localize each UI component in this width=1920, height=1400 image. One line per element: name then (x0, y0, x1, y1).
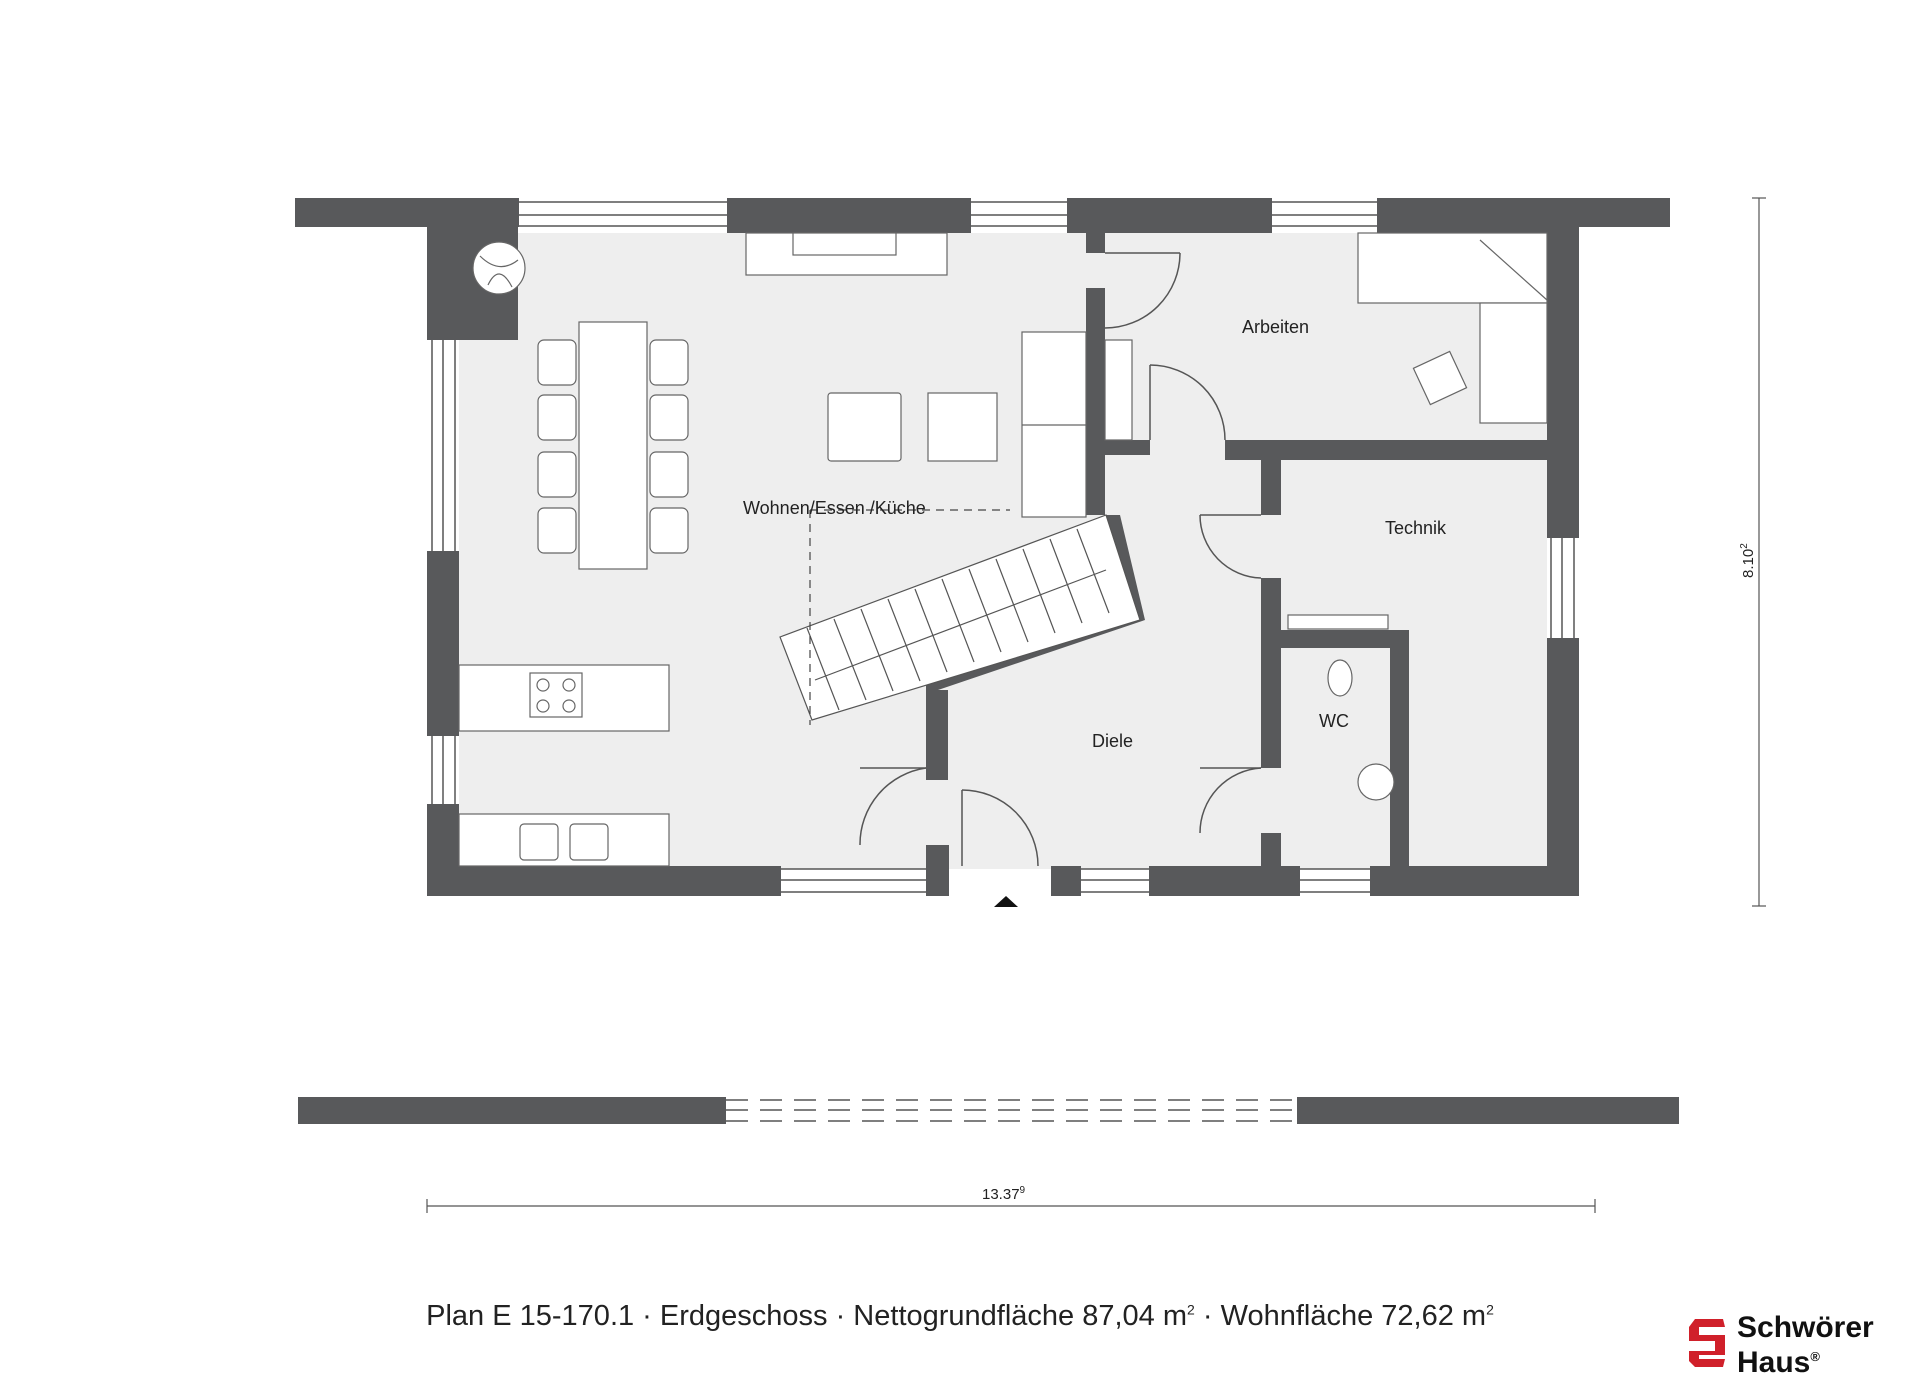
dimension-width (426, 1199, 1596, 1213)
room-label-technik: Technik (1385, 518, 1447, 538)
logo-registered: ® (1810, 1349, 1820, 1364)
staircase (779, 514, 1141, 721)
room-label-arbeiten: Arbeiten (1242, 317, 1309, 337)
room-label-wc: WC (1319, 711, 1349, 731)
plan-caption: Plan E 15-170.1 · Erdgeschoss · Nettogru… (426, 1300, 1494, 1332)
windows (431, 201, 1575, 893)
logo-mark-icon (1689, 1319, 1725, 1367)
dimension-height (1752, 197, 1766, 907)
section-bar (298, 1097, 1679, 1124)
furniture (458, 232, 1548, 867)
logo-line1: Schwörer (1737, 1311, 1874, 1344)
entrance-marker (994, 896, 1018, 907)
exterior-walls (295, 198, 1670, 896)
doors (859, 252, 1262, 867)
dashed-overlay (809, 509, 1010, 725)
dimension-width-label: 13.379 (982, 1185, 1026, 1203)
room-label-wohnen: Wohnen/Essen /Küche (743, 498, 926, 518)
dimension-height-label: 8.102 (1739, 543, 1757, 578)
logo-line2: Haus (1737, 1346, 1811, 1379)
room-label-diele: Diele (1092, 731, 1133, 751)
